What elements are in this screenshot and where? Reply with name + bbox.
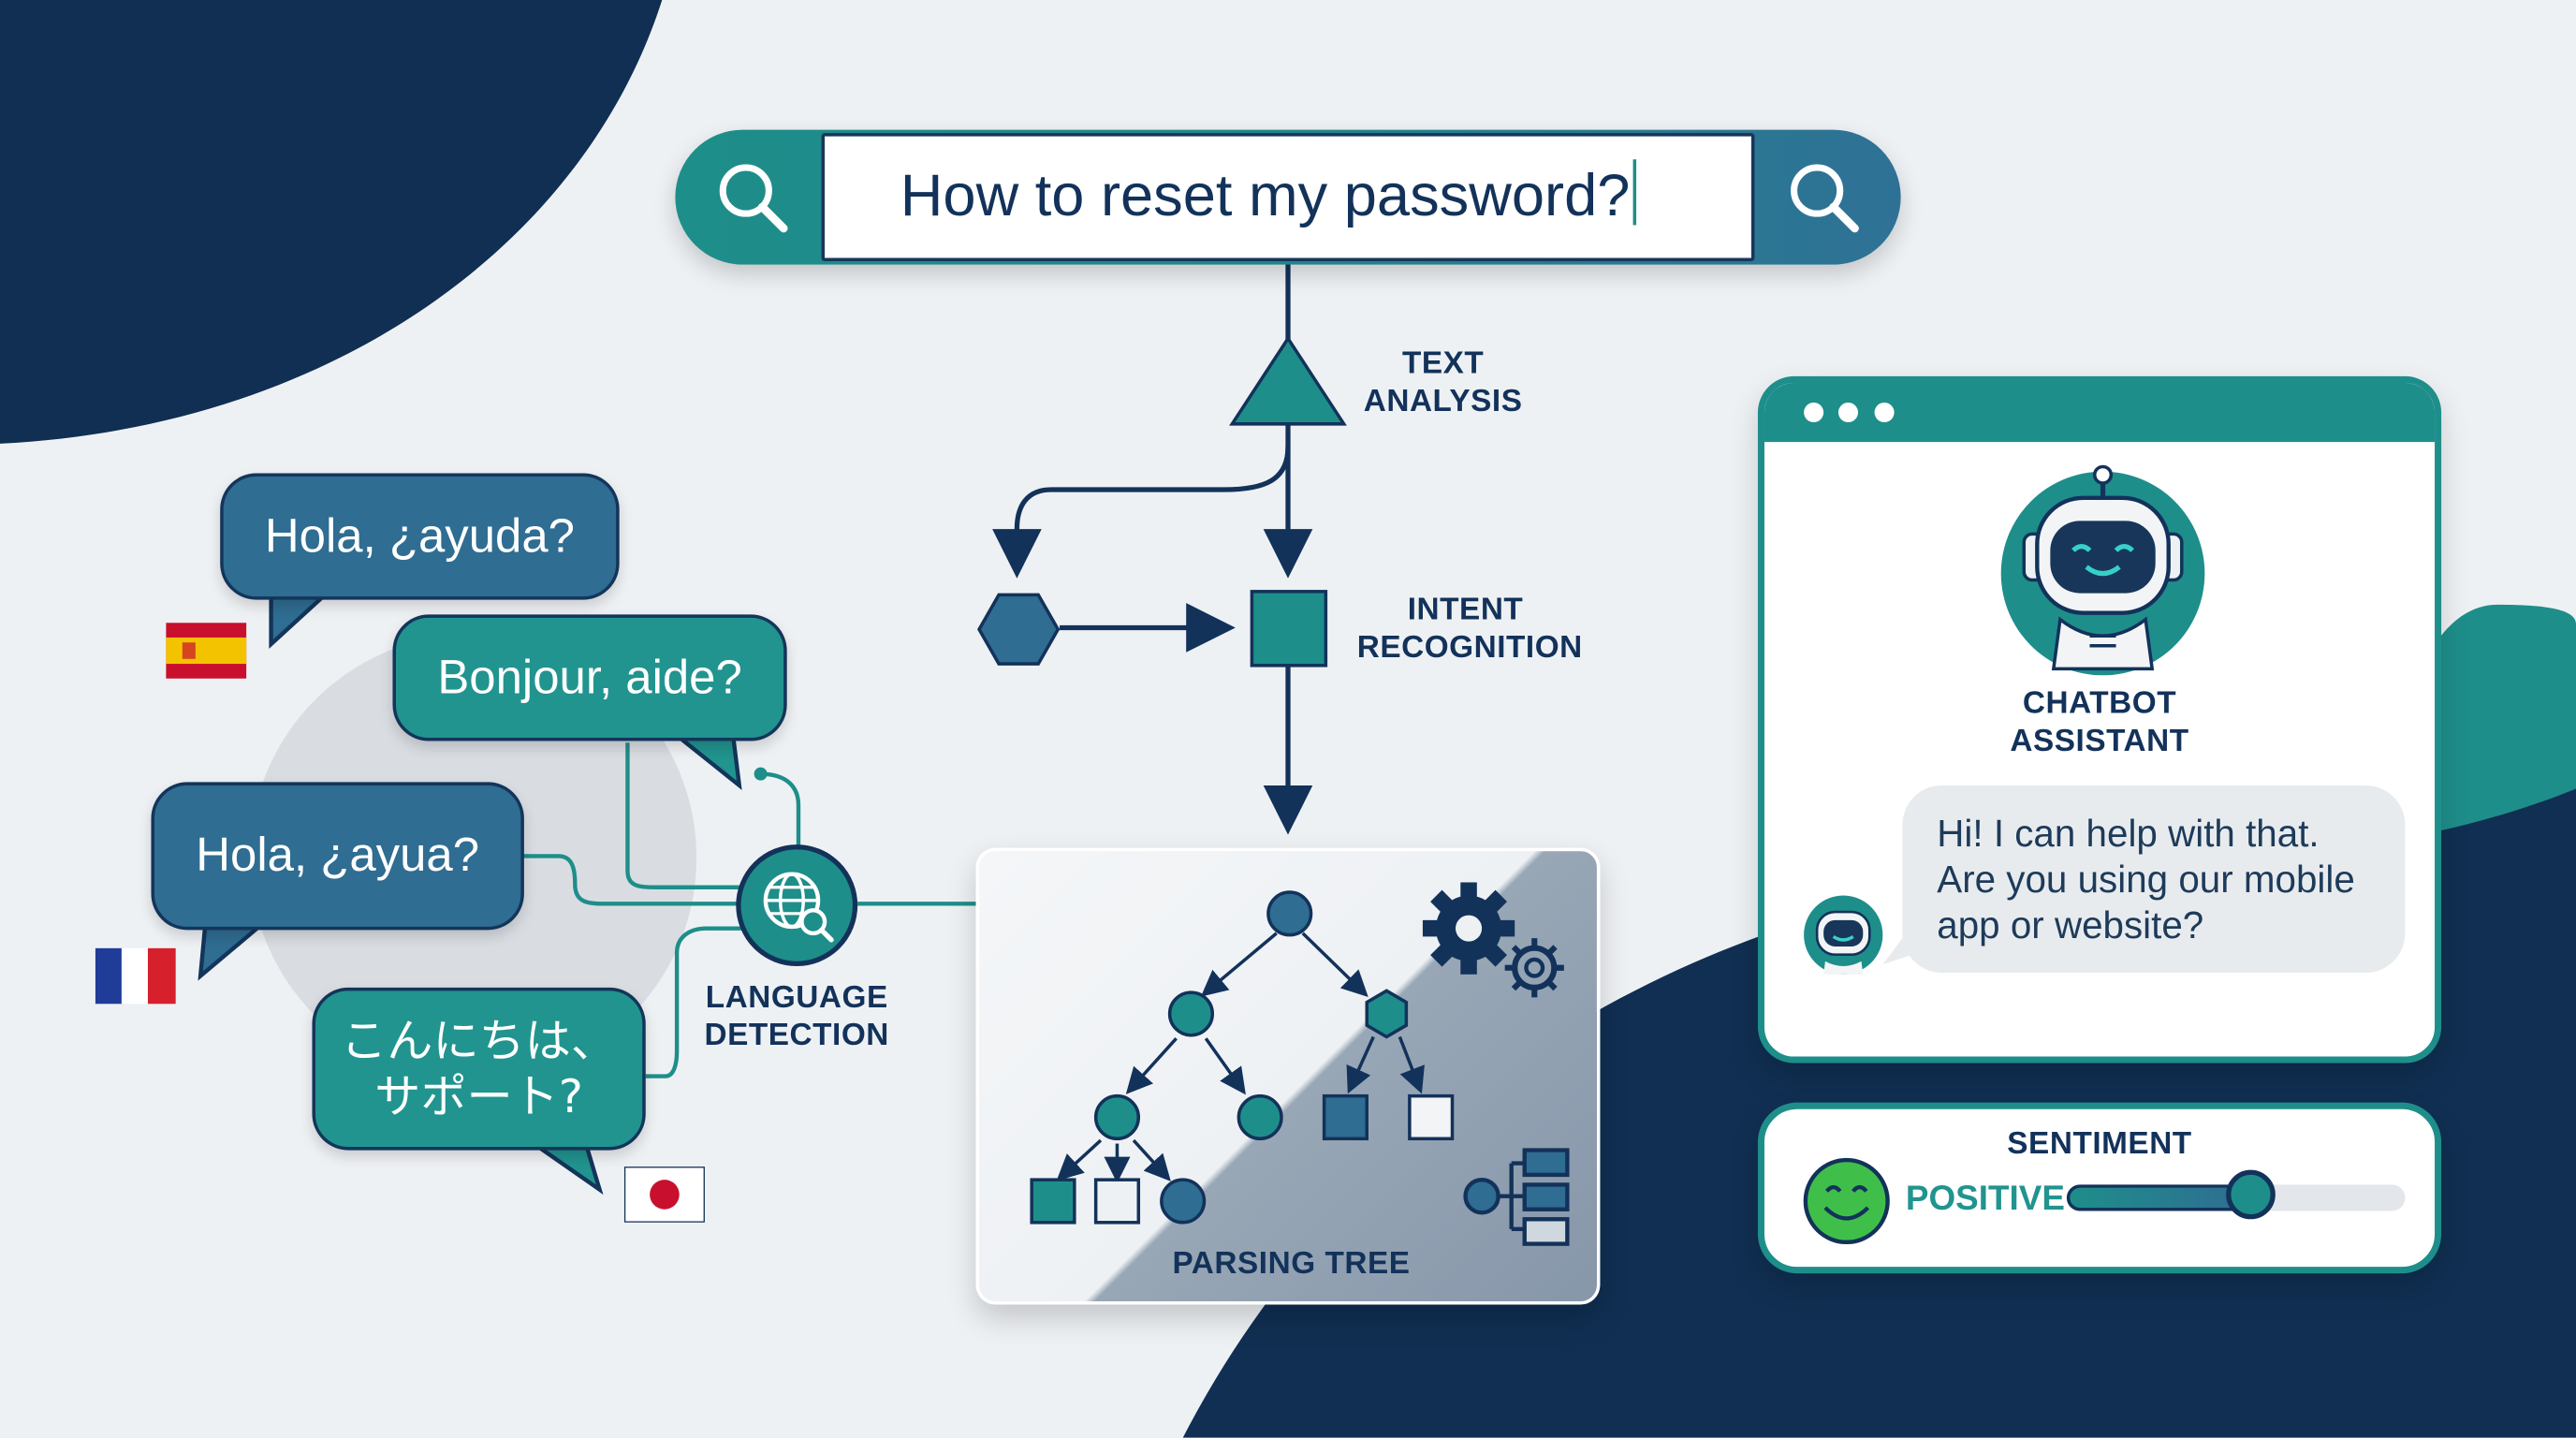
sentiment-title: SENTIMENT [2007, 1126, 2192, 1162]
search-icon[interactable] [695, 139, 810, 255]
chatbot-title: CHATBOT ASSISTANT [2010, 686, 2189, 759]
sentiment-card: SENTIMENT POSITIVE [1757, 1102, 2442, 1274]
sentiment-slider-knob[interactable] [2226, 1169, 2276, 1220]
window-dot[interactable] [1804, 402, 1824, 423]
search-input[interactable] [821, 133, 1755, 262]
chatbot-message: Hi! I can help with that. Are you using … [1902, 785, 2406, 974]
arrow-to-hexagon [992, 447, 1291, 579]
sentiment-slider-fill [2066, 1184, 2251, 1211]
connector-japanese [645, 926, 748, 1078]
japan-flag [623, 1167, 705, 1223]
search-query-text: How to reset my password? [900, 157, 1637, 233]
smiley-icon [1803, 1157, 1890, 1245]
gears-icon [1422, 882, 1564, 998]
text-analysis-triangle [1229, 335, 1347, 426]
parsing-tree-label: PARSING TREE [1172, 1247, 1411, 1282]
sentiment-slider-track [2066, 1169, 2406, 1220]
hexagon-node [977, 593, 1061, 666]
connector-hola [522, 854, 739, 906]
bubble-french: Bonjour, aide? [392, 614, 787, 741]
window-dot[interactable] [1874, 402, 1895, 423]
france-flag [95, 947, 176, 1005]
connector-dot [754, 767, 768, 781]
connector-top [760, 771, 801, 852]
connector-bonjour [625, 742, 739, 889]
window-title-bar [1764, 382, 2436, 443]
parsing-tree-graph [1030, 882, 1570, 1246]
sentiment-value: POSITIVE [1905, 1180, 2065, 1218]
chat-bubble-tail [1882, 925, 1912, 965]
spain-flag [166, 623, 247, 679]
search-submit-icon[interactable] [1766, 139, 1881, 255]
parsing-tree-panel: PARSING TREE [975, 847, 1601, 1305]
bubble-spanish-typo: Hola, ¿ayua? [151, 782, 524, 931]
chatbot-window: CHATBOT ASSISTANT Hi! I can help with th… [1757, 375, 2442, 1064]
globe-search-icon [736, 844, 858, 966]
intent-recognition-label: INTENT RECOGNITION [1356, 593, 1583, 666]
window-dot[interactable] [1837, 402, 1859, 423]
robot-avatar-icon [2000, 464, 2205, 676]
hierarchy-icon [1463, 1148, 1570, 1246]
intent-recognition-square [1250, 590, 1328, 668]
language-detection-label: LANGUAGE DETECTION [704, 980, 889, 1054]
top-left-navy-blob [0, 0, 663, 444]
bubble-spanish: Hola, ¿ayuda? [220, 473, 620, 600]
text-caret [1632, 159, 1637, 226]
robot-small-avatar-icon [1804, 895, 1883, 975]
bubble-japanese: こんにちは、 サポート? [312, 987, 646, 1151]
text-analysis-label: TEXT ANALYSIS [1363, 346, 1523, 419]
